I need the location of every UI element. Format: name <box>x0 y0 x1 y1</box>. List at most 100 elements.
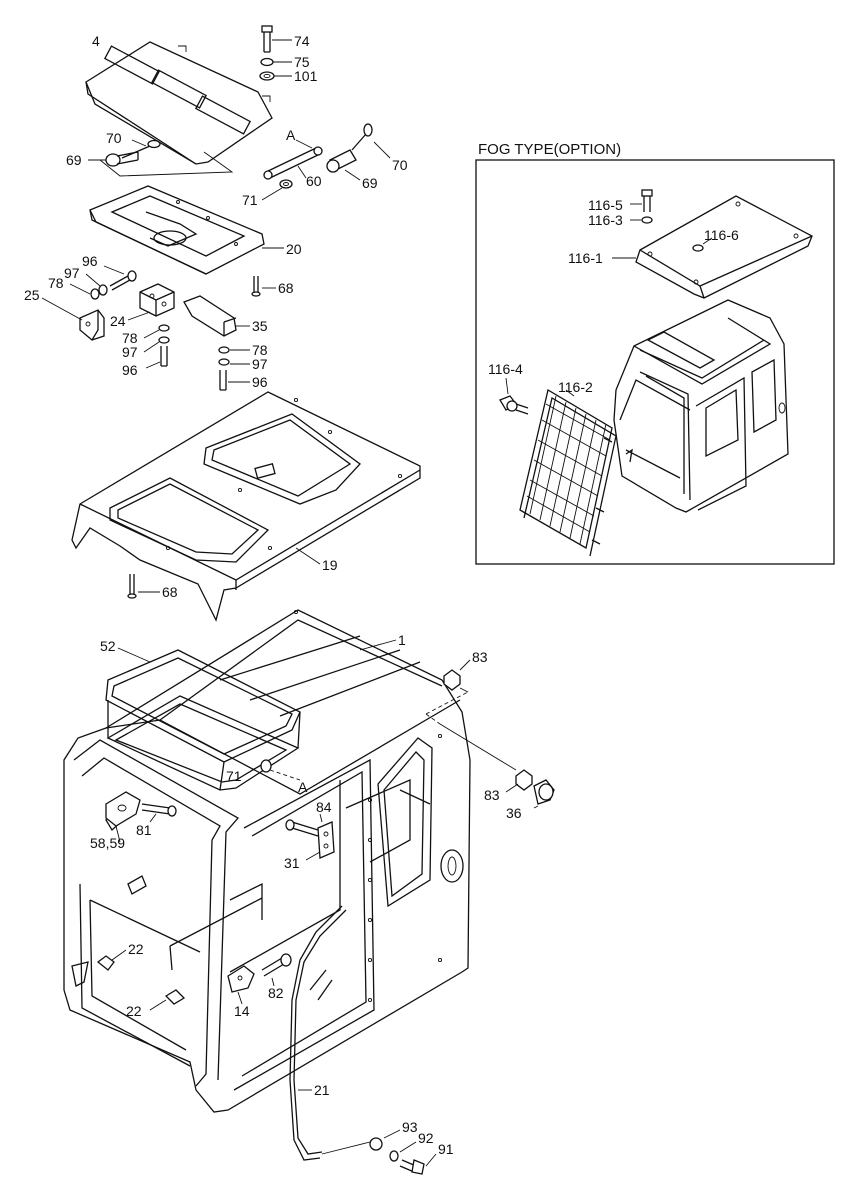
callout-36: 36 <box>506 805 522 821</box>
part-70-lanyard-left <box>121 139 161 159</box>
part-74-bolt <box>261 25 292 53</box>
callout-19: 19 <box>322 557 338 573</box>
callout-22-lower: 22 <box>126 1003 142 1019</box>
part-92-washer <box>389 1141 417 1162</box>
callout-A-lower: A <box>298 779 308 795</box>
part-69-pin-right <box>326 149 361 181</box>
callout-116-2: 116-2 <box>558 379 593 395</box>
callout-4: 4 <box>92 33 100 49</box>
part-93-washer <box>369 1129 401 1151</box>
part-24-latch-block <box>127 283 175 321</box>
callout-92: 92 <box>418 1130 434 1146</box>
callout-35: 35 <box>252 318 268 334</box>
callout-20: 20 <box>286 241 302 257</box>
callout-97-mid: 97 <box>122 344 138 360</box>
part-116-4-bolt <box>499 377 529 415</box>
part-70-lanyard-right <box>351 123 391 159</box>
callout-116-1: 116-1 <box>568 250 603 266</box>
callout-68-lower: 68 <box>162 584 178 600</box>
callout-83-upper: 83 <box>472 649 488 665</box>
callout-60: 60 <box>306 173 322 189</box>
part-96-bolt-mid <box>145 346 168 369</box>
fog-option-box <box>475 159 835 565</box>
callout-83-lower: 83 <box>484 787 500 803</box>
part-71-washer-upper <box>261 179 293 201</box>
part-35-latch-handle <box>183 295 250 337</box>
part-91-bolt <box>399 1153 437 1175</box>
part-71-washer-lower <box>251 759 301 781</box>
callout-97-upper: 97 <box>64 265 80 281</box>
callout-84: 84 <box>316 799 332 815</box>
callout-93: 93 <box>402 1119 418 1135</box>
callout-81: 81 <box>136 822 152 838</box>
callout-116-4: 116-4 <box>488 361 523 377</box>
callout-69-right: 69 <box>362 175 378 191</box>
part-36-plug <box>533 779 555 809</box>
part-78-washer-lower <box>218 346 250 354</box>
callout-96-upper: 96 <box>82 253 98 269</box>
part-31-hinge-plate <box>305 821 335 861</box>
part-78-washer-mid <box>143 324 170 339</box>
callout-68-upper: 68 <box>278 280 294 296</box>
callout-116-3: 116-3 <box>588 212 623 228</box>
callout-75: 75 <box>294 54 310 70</box>
callout-71-lower: 71 <box>226 768 242 784</box>
part-14-bracket <box>227 965 255 1005</box>
part-75-washer <box>260 57 292 67</box>
callout-21: 21 <box>314 1082 330 1098</box>
callout-25: 25 <box>24 287 40 303</box>
part-97-washer-lower <box>218 358 250 366</box>
part-96-bolt-lower <box>219 370 250 391</box>
callout-70-left: 70 <box>106 130 122 146</box>
part-84-bolt <box>285 813 323 837</box>
callout-82: 82 <box>268 985 284 1001</box>
callout-14: 14 <box>234 1003 250 1019</box>
part-82-bolt <box>261 953 292 987</box>
part-20-hatch-frame <box>89 185 284 275</box>
part-22-clip-upper <box>71 949 127 987</box>
part-97-washer-mid <box>143 336 170 353</box>
part-19-roof-panel <box>71 391 421 622</box>
callout-1: 1 <box>398 632 406 648</box>
callout-78-mid: 78 <box>122 330 138 346</box>
part-21-cable <box>289 905 347 1161</box>
part-4-hatch-cover <box>85 41 273 177</box>
part-81-bolt <box>141 803 177 823</box>
part-78-washer-upper <box>69 283 100 300</box>
callout-97-lower: 97 <box>252 356 268 372</box>
part-83-nut-lower <box>505 769 533 793</box>
callout-A-upper: A <box>286 127 296 143</box>
part-97-washer-upper <box>85 273 108 296</box>
callout-labels: 74 75 101 4 70 69 A 70 60 69 71 20 96 97… <box>24 33 739 1157</box>
leader-cable-end <box>321 1141 371 1155</box>
option-box-title: FOG TYPE(OPTION) <box>478 141 621 158</box>
callout-74: 74 <box>294 33 310 49</box>
callout-78-lower: 78 <box>252 342 268 358</box>
part-25-bracket <box>41 297 105 341</box>
part-22-clip-lower <box>149 989 186 1011</box>
part-68-screw-lower <box>127 574 160 599</box>
callout-22-upper: 22 <box>128 941 144 957</box>
part-101-washer <box>259 71 292 81</box>
callout-96-mid: 96 <box>122 362 138 378</box>
callout-101: 101 <box>294 68 318 84</box>
callout-78-upper: 78 <box>48 275 64 291</box>
part-68-screw-upper <box>251 276 276 297</box>
callout-96-lower: 96 <box>252 374 268 390</box>
part-116-3-washer <box>630 216 653 224</box>
part-116-1-top-guard <box>612 195 813 299</box>
callout-52: 52 <box>100 638 116 654</box>
part-60-hinge-pin <box>263 139 323 180</box>
callout-24: 24 <box>110 313 126 329</box>
callout-116-5: 116-5 <box>588 197 623 213</box>
callout-31: 31 <box>284 855 300 871</box>
callout-69-left: 69 <box>66 152 82 168</box>
option-cab-illustration <box>613 299 789 513</box>
callout-58-59: 58,59 <box>90 835 125 851</box>
callout-70-right: 70 <box>392 157 408 173</box>
part-116-6-nut <box>692 237 713 252</box>
part-58-59-mirror-bracket <box>105 791 141 843</box>
part-83-nut-upper <box>443 659 471 691</box>
part-116-5-bolt <box>630 189 653 212</box>
